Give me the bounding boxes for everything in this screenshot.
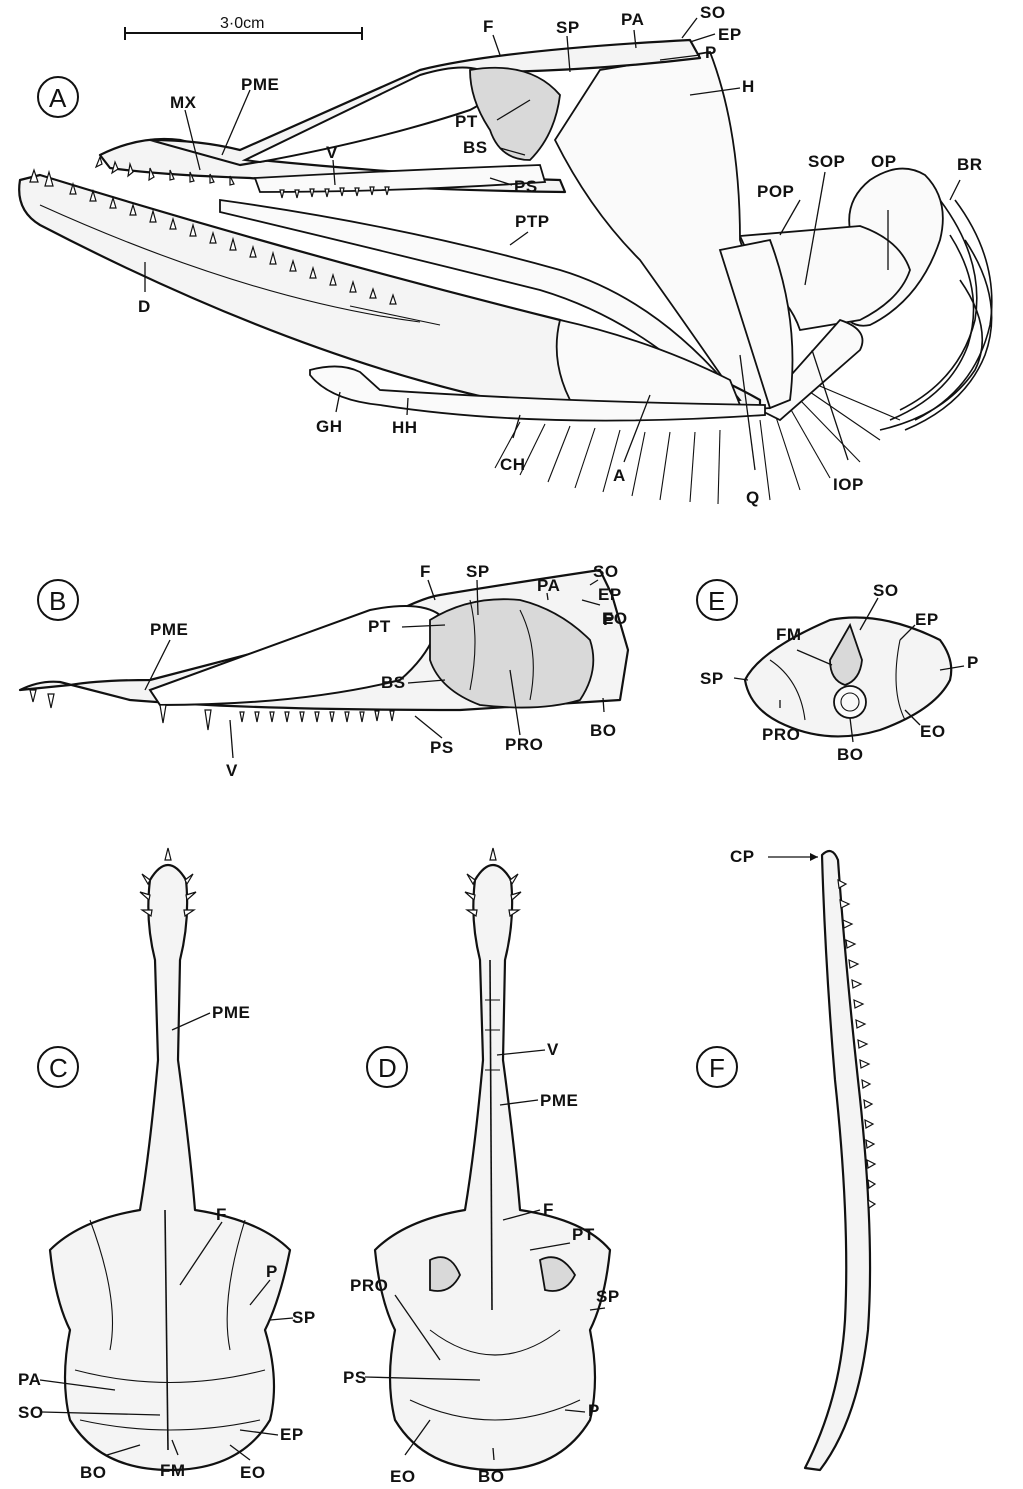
label-b-ps: PS [430, 738, 454, 757]
panel-c-dorsal-view: C PME F P SP P [18, 848, 316, 1482]
label-b-bo: BO [590, 721, 617, 740]
label-a-v: V [326, 143, 338, 162]
label-a-pop: POP [757, 182, 794, 201]
label-e-sp: SP [700, 669, 724, 688]
label-d-ps: PS [343, 1368, 367, 1387]
label-a-ptp: PTP [515, 212, 550, 231]
label-a-h: H [742, 77, 755, 96]
label-c-eo: EO [240, 1463, 266, 1482]
panel-a-lateral-skull: A [19, 3, 992, 507]
label-b-pa: PA [537, 576, 560, 595]
label-a-p: P [705, 43, 717, 62]
label-c-bo: BO [80, 1463, 107, 1482]
label-a-hh: HH [392, 418, 418, 437]
label-e-ep: EP [915, 610, 939, 629]
label-c-pa: PA [18, 1370, 41, 1389]
label-a-a: A [613, 466, 626, 485]
label-a-pa: PA [621, 10, 644, 29]
panel-e-posterior-view: E FM SO EP P SP PRO BO EO [697, 580, 979, 764]
label-b-v: V [226, 761, 238, 780]
label-a-mx: MX [170, 93, 197, 112]
label-f-cp: CP [730, 847, 755, 866]
label-b-pme: PME [150, 620, 188, 639]
label-c-ep: EP [280, 1425, 304, 1444]
label-a-op: OP [871, 152, 897, 171]
label-a-sp: SP [556, 18, 580, 37]
label-a-ch: CH [500, 455, 526, 474]
label-a-f: F [483, 17, 494, 36]
label-a-d: D [138, 297, 151, 316]
label-c-f: F [216, 1205, 227, 1224]
label-b-ep: EP [598, 585, 622, 604]
label-e-so: SO [873, 581, 899, 600]
basioccipital-condyle [834, 686, 866, 718]
label-a-pme: PME [241, 75, 279, 94]
ventral-skull-outline [375, 865, 610, 1470]
label-e-fm: FM [776, 625, 802, 644]
label-d-pt: PT [572, 1225, 595, 1244]
label-a-sop: SOP [808, 152, 845, 171]
label-a-so: SO [700, 3, 726, 22]
label-d-pro: PRO [350, 1276, 388, 1295]
label-b-pro: PRO [505, 735, 543, 754]
panel-d-letter: D [378, 1053, 397, 1083]
label-a-bs: BS [463, 138, 488, 157]
scale-bar: 3·0cm [125, 15, 362, 40]
label-d-bo: BO [478, 1467, 505, 1486]
label-a-br: BR [957, 155, 983, 174]
label-d-sp: SP [596, 1287, 620, 1306]
label-e-pro: PRO [762, 725, 800, 744]
label-e-eo: EO [920, 722, 946, 741]
label-a-ps: PS [514, 177, 538, 196]
label-a-q: Q [746, 488, 760, 507]
label-d-pme: PME [540, 1091, 578, 1110]
label-e-p: P [967, 653, 979, 672]
panel-b-letter: B [49, 586, 66, 616]
panel-c-letter: C [49, 1053, 68, 1083]
label-d-v: V [547, 1040, 559, 1059]
dorsal-skull-outline [50, 865, 290, 1470]
panel-f-isolated-jaw: F CP [697, 847, 875, 1470]
jaw-bone [805, 851, 870, 1470]
label-c-pme: PME [212, 1003, 250, 1022]
label-c-p: P [266, 1262, 278, 1281]
label-a-iop: IOP [833, 475, 864, 494]
label-d-f: F [543, 1200, 554, 1219]
label-b-f: F [420, 562, 431, 581]
scale-bar-label: 3·0cm [220, 15, 264, 32]
label-d-eo: EO [390, 1467, 416, 1486]
panel-d-ventral-view: D V PME F PT [343, 848, 620, 1486]
panel-f-letter: F [709, 1053, 725, 1083]
label-c-so: SO [18, 1403, 44, 1422]
label-a-ep: EP [718, 25, 742, 44]
label-b-bs: BS [381, 673, 406, 692]
label-b-pt: PT [368, 617, 391, 636]
label-c-fm: FM [160, 1461, 186, 1480]
label-a-pt: PT [455, 112, 478, 131]
label-b-sp: SP [466, 562, 490, 581]
label-a-gh: GH [316, 417, 343, 436]
label-e-bo: BO [837, 745, 864, 764]
label-d-p: P [588, 1401, 600, 1420]
label-b-p: P [603, 610, 615, 629]
panel-a-letter: A [49, 83, 67, 113]
panel-b-neurocranium-lateral: B [20, 562, 629, 780]
label-b-so: SO [593, 562, 619, 581]
panel-e-letter: E [708, 586, 725, 616]
label-c-sp: SP [292, 1308, 316, 1327]
